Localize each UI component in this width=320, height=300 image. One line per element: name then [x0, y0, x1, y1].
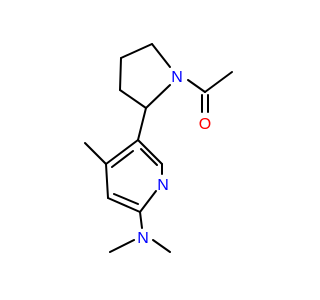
bond-py-inner-1: [140, 148, 158, 166]
bonds: [84, 43, 233, 253]
bond-n-carbonyl: [187, 79, 206, 93]
bond-c4-c5: [120, 43, 153, 59]
carbonyl-oxygen-label: O: [199, 116, 211, 133]
bond-py-amine: [139, 211, 143, 229]
pyrrolidine-nitrogen-label: N: [171, 69, 183, 86]
bond-c3-c4: [119, 57, 122, 91]
bond-c5-n: [151, 43, 171, 68]
bond-py-c5-c6: [137, 139, 163, 165]
pyridine-nitrogen-label: N: [157, 177, 169, 194]
amine-nitrogen-label: N: [137, 230, 149, 247]
bond-amine-methyl-2: [152, 239, 171, 253]
molecule-structure: N O N N: [84, 43, 233, 253]
bond-py-c4-c5: [105, 139, 139, 165]
bond-py-inner-2: [113, 193, 139, 205]
bond-n-c2: [145, 84, 171, 109]
bond-methyl: [84, 142, 107, 165]
bond-py-n-c2: [139, 190, 157, 213]
bond-py-c3-c4: [105, 163, 109, 199]
bond-c2-c3: [119, 89, 147, 109]
bond-py-inner-3: [111, 150, 134, 168]
bond-py-c2-c3: [107, 197, 141, 213]
atom-labels: N O N N: [137, 69, 211, 247]
bond-amine-methyl-1: [109, 239, 135, 253]
bond-c2-pyridine: [137, 107, 147, 141]
bond-carbonyl-methyl: [204, 71, 233, 93]
